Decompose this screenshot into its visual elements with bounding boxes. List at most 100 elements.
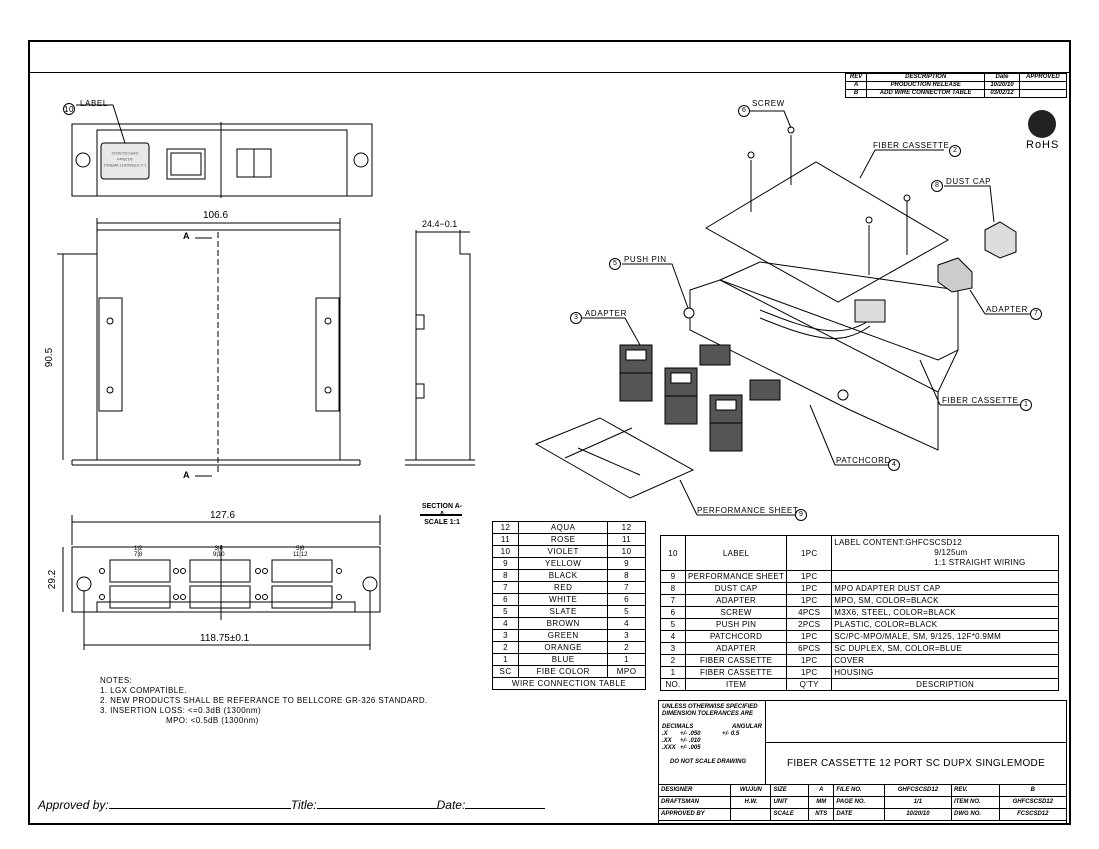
side-width-dim: 24.4−0.1 — [422, 219, 458, 229]
table-cell: 1PC — [786, 654, 833, 667]
approved-by-label: Approved by: — [38, 798, 109, 812]
rohs-leaf-icon — [1028, 110, 1056, 138]
callout-number: 5 — [613, 260, 617, 267]
table-cell: 5 — [491, 605, 520, 618]
table-cell: PUSH PIN — [684, 618, 788, 631]
tol-value — [722, 745, 762, 752]
table-cell: 4 — [660, 630, 686, 643]
table-cell: DESIGNER — [657, 784, 732, 797]
table-cell: 6 — [491, 593, 520, 606]
note-item: 3. INSERTION LOSS: <=0.3dB (1300nm) — [100, 706, 262, 715]
date-field[interactable] — [465, 808, 546, 809]
table-cell: B — [844, 89, 868, 98]
desc-line: LABEL CONTENT:GHFCSCSD12 — [834, 538, 963, 547]
port-num: 3|4 — [214, 546, 223, 552]
table-cell: 5 — [660, 618, 686, 631]
table-cell: 8 — [491, 569, 520, 582]
callout-number: 9 — [799, 511, 803, 518]
table-cell: 3 — [491, 629, 520, 642]
table-cell: 8 — [660, 582, 686, 595]
tol-value: .X — [662, 731, 668, 737]
table-cell: BROWN — [518, 617, 609, 630]
table-cell: 11 — [607, 533, 646, 546]
top-view — [63, 103, 373, 198]
table-cell: ROSE — [518, 533, 609, 546]
note-item: 1. LGX COMPATIBLE. — [100, 686, 187, 695]
approved-by-field[interactable] — [108, 808, 291, 809]
tol-value: .XXX — [662, 745, 676, 751]
table-cell: GHFCSCSD12 — [998, 796, 1068, 809]
table-cell: ITEM — [684, 678, 788, 691]
table-cell: 11 — [491, 533, 520, 546]
callout-number: 7 — [1034, 310, 1038, 317]
label-content-mirrored: 1:1 STRAIGHT WIRING 9/125um GHFCSCSD12 — [102, 150, 148, 168]
tol-value — [722, 738, 762, 745]
table-cell: 1PC — [786, 666, 833, 679]
table-cell: 2PCS — [786, 618, 833, 631]
table-cell: SC/PC-MPO/MALE, SM, 9/125, 12F*0.9MM — [831, 630, 1059, 643]
tol-value: .XX — [662, 738, 672, 744]
table-cell: SCALE — [770, 808, 810, 821]
callout-dust-cap: DUST CAP — [946, 177, 992, 186]
table-cell: SC DUPLEX, SM, COLOR=BLUE — [831, 642, 1059, 655]
drawing-frame — [28, 40, 1071, 825]
notes-title: NOTES: — [100, 676, 133, 685]
table-cell: PAGE NO. — [833, 796, 885, 809]
table-cell: 1 — [607, 653, 646, 666]
table-cell: FILE NO. — [833, 784, 885, 797]
table-cell: 1PC — [786, 570, 833, 583]
table-cell: B — [998, 784, 1068, 797]
port-num: 7|8 — [134, 552, 143, 558]
table-cell: 1PC — [786, 582, 833, 595]
table-cell: SC — [491, 665, 520, 678]
table-cell: 3 — [607, 629, 646, 642]
callout-number: 4 — [892, 461, 896, 468]
table-cell: 4 — [607, 617, 646, 630]
table-cell: 2 — [491, 641, 520, 654]
table-cell: DESCRIPTION — [831, 678, 1059, 691]
callout-number: 2 — [953, 147, 957, 154]
callout-adapter-mpo: ADAPTER — [986, 305, 1028, 314]
bottom-pitch-dim: 118.75±0.1 — [200, 633, 250, 644]
table-cell: MPO — [607, 665, 646, 678]
title-label: Title: — [290, 798, 317, 812]
table-cell: YELLOW — [518, 557, 609, 570]
table-cell: SCREW — [684, 606, 788, 619]
note-item: 2. NEW PRODUCTS SHALL BE REFERANCE TO BE… — [100, 696, 428, 705]
table-cell: 1PC — [786, 535, 833, 571]
table-cell: 1/1 — [883, 796, 953, 809]
title-block — [658, 700, 1067, 824]
callout-fiber-cassette-housing: FIBER CASSETTE — [942, 396, 1019, 405]
no-scale-text: DO NOT SCALE DRAWING — [670, 759, 746, 765]
table-cell: 12 — [607, 521, 646, 534]
note-item: MPO: <0.5dB (1300nm) — [166, 716, 259, 725]
header-divider — [28, 72, 1071, 73]
table-cell: DRAFTSMAN — [657, 796, 732, 809]
bottom-view — [62, 515, 381, 650]
table-cell: 10/20/10 — [883, 808, 953, 821]
table-cell: RED — [518, 581, 609, 594]
callout-screw: SCREW — [752, 99, 785, 108]
drawing-title: FIBER CASSETTE 12 PORT SC DUPX SINGLEMOD… — [786, 758, 1046, 769]
table-cell: BLUE — [518, 653, 609, 666]
callout-number: 3 — [574, 314, 578, 321]
tol-text: ANGULAR — [732, 724, 762, 730]
title-field[interactable] — [316, 808, 437, 809]
table-cell: PERFORMANCE SHEET — [684, 570, 788, 583]
tol-row: .X+/- .050+/- 0.5 — [662, 731, 762, 738]
